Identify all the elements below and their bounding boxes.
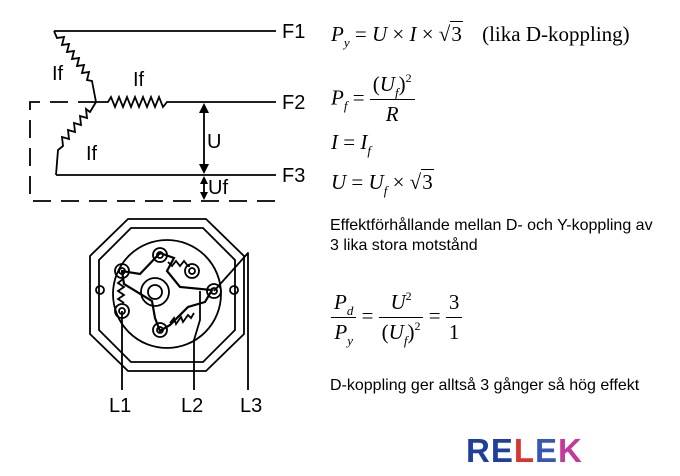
terminal-label-f2: F2: [282, 92, 305, 114]
formula-current: I = If: [331, 130, 371, 158]
voltage-label-uf: Uf: [208, 177, 228, 199]
star-bridge: [120, 251, 214, 333]
terminal-label-f1: F1: [282, 21, 305, 43]
terminal-box: [89, 218, 249, 390]
voltage-arrow-uf-bottom: [200, 192, 208, 200]
voltage-arrow-u-top: [199, 103, 209, 113]
current-label-middle: If: [133, 69, 145, 91]
terminal-label-f3: F3: [282, 165, 305, 187]
resistor-top: [53, 30, 97, 103]
resistor-middle: [96, 94, 170, 110]
voltage-arrow-u-bottom: [199, 164, 209, 174]
resistor-bottom: [55, 101, 97, 176]
terminal-label-l1: L1: [109, 395, 131, 417]
comparison-text: Effektförhållande mellan D- och Y-koppli…: [330, 217, 653, 254]
terminal-label-l2: L2: [181, 395, 203, 417]
dashed-delta-outline: [29, 101, 276, 202]
voltage-label-u: U: [207, 131, 221, 153]
current-label-bottom: If: [86, 143, 98, 165]
formula-power-y: Py = U × I × √3 (lika D-koppling): [331, 21, 630, 50]
formula-voltage: U = Uf × √3: [331, 169, 434, 198]
current-label-top: If: [52, 63, 64, 85]
terminal-label-l3: L3: [240, 395, 262, 417]
relek-logo: RELEK: [466, 432, 583, 469]
conclusion-text: D-koppling ger alltså 3 gånger så hög ef…: [330, 377, 640, 394]
voltage-arrow-uf-top: [200, 176, 208, 184]
